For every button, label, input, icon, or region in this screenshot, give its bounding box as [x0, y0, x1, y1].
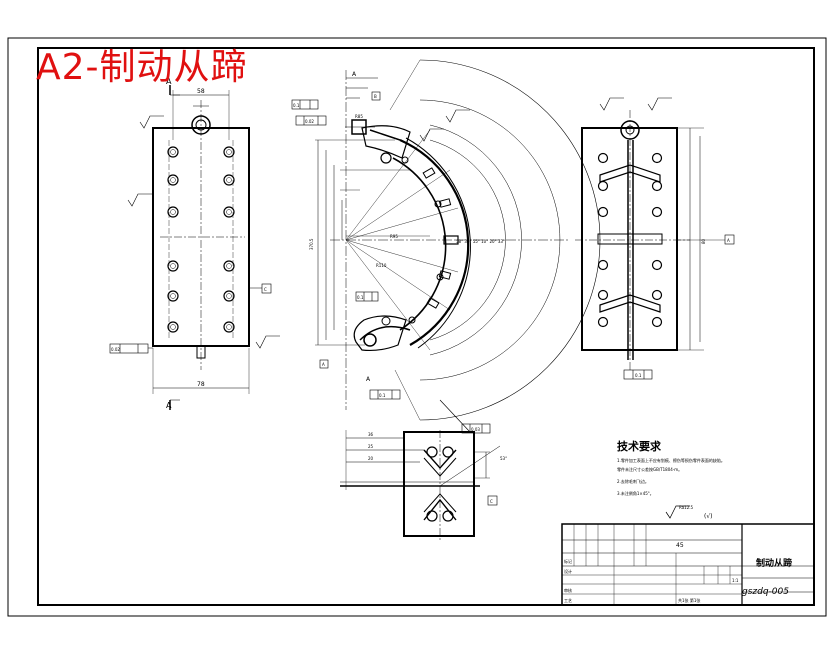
- arc-view: [291, 59, 601, 433]
- datum-b-arc: B: [374, 94, 377, 99]
- dim-r-center: R95: [390, 234, 398, 239]
- view-marker-a-top: A: [166, 77, 172, 86]
- tech-req-item-3: 2.去除毛刺飞边。: [617, 478, 649, 484]
- front-view: [109, 85, 280, 410]
- inner-frame: [37, 47, 815, 606]
- datum-a-arc: A: [322, 362, 325, 367]
- dim-section-1: 36: [368, 432, 374, 437]
- dim-section-2: 25: [368, 444, 374, 449]
- datum-c-left: C: [264, 287, 267, 292]
- tb-row-3: 审核: [564, 587, 572, 593]
- radial-labels: 58° 30° 55° 10° 20° 33°: [456, 239, 505, 244]
- tolerance-arc-2: 0.02: [305, 119, 314, 124]
- tb-count: 共1张 第1张: [678, 597, 700, 603]
- tech-req-item-4: 3.未注倒角1×45°。: [617, 490, 654, 496]
- tech-req-item-2: 零件未注尺寸公差按GB/T1804-m。: [617, 466, 682, 472]
- dim-r-small: R85: [355, 114, 363, 119]
- tolerance-side: 0.1: [635, 373, 642, 378]
- section-view: [340, 423, 501, 540]
- overlay-title: A2-制动从蹄: [36, 47, 248, 88]
- tb-scale: 1:1: [732, 578, 739, 583]
- dim-r-lower: R110: [376, 263, 387, 268]
- tb-drawing-no: gszdq-005: [742, 587, 789, 597]
- dim-left-height: 370.5: [309, 238, 314, 250]
- view-marker-a-bottom: A: [166, 401, 172, 410]
- outer-frame: [7, 37, 827, 617]
- tech-req-item-1: 1.零件加工表面上不应有划痕、擦伤等损伤零件表面的缺陷。: [617, 457, 725, 463]
- tech-req-heading: 技术要求: [617, 439, 662, 453]
- dim-bottom-width: 78: [197, 381, 205, 388]
- tolerance-arc-4: 0.1: [379, 393, 386, 398]
- tb-row-1: 标记: [564, 558, 572, 564]
- dim-arc-top: A: [352, 71, 357, 78]
- datum-c-section: C: [490, 499, 493, 504]
- roughness-symbol: [665, 505, 690, 519]
- tolerance-arc-3: 0.1: [357, 295, 364, 300]
- tb-material: 45: [676, 542, 684, 549]
- tolerance-arc-1: 0.1: [293, 103, 300, 108]
- tolerance-section: 0.03: [471, 427, 480, 432]
- tb-part-name: 制动从蹄: [756, 557, 792, 569]
- tb-row-2: 设计: [564, 568, 572, 574]
- dim-section-3: 20: [368, 456, 374, 461]
- side-view: [575, 97, 735, 380]
- dim-side-height: 80: [701, 238, 706, 244]
- roughness-value: Ra12.5: [679, 505, 694, 510]
- dim-section-angle: 53°: [500, 456, 507, 461]
- tolerance-left: 0.02: [111, 347, 120, 352]
- datum-a-side: A: [727, 238, 730, 243]
- title-block: [561, 523, 815, 606]
- roughness-note: (√): [704, 513, 713, 520]
- dim-top-width: 58: [197, 88, 205, 95]
- tb-row-4: 工艺: [564, 598, 572, 603]
- view-marker-a-arc: A: [366, 376, 371, 383]
